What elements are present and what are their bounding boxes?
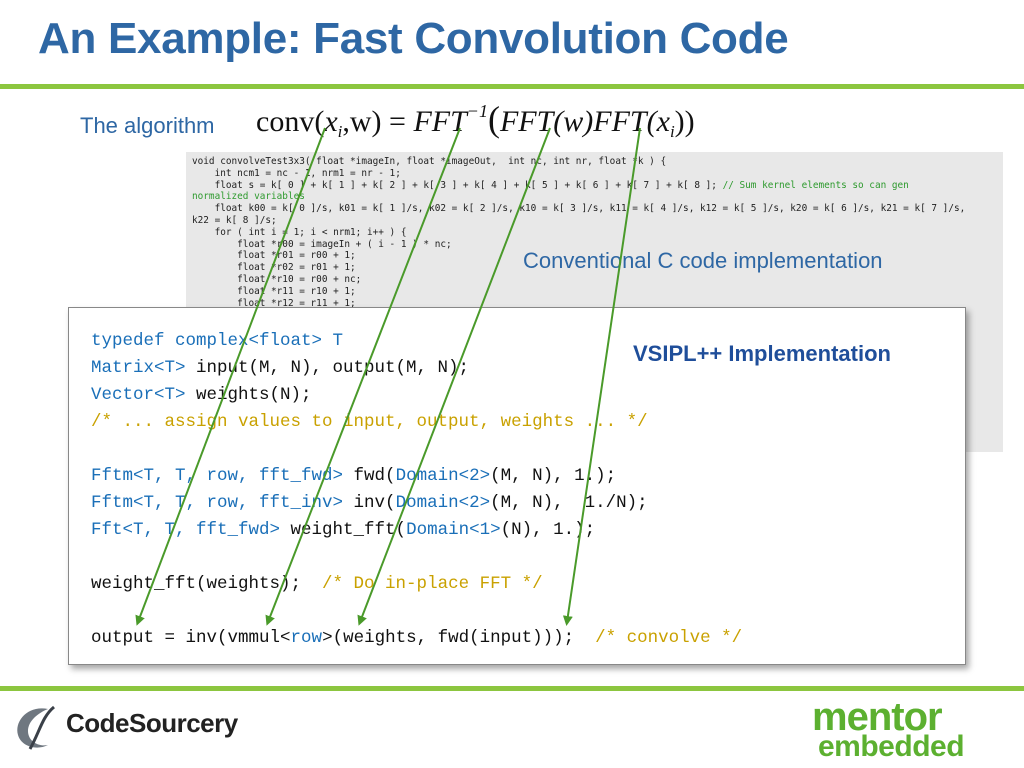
c-code-comment: normalized variables <box>192 191 305 203</box>
c-code-line: k22 = k[ 8 ]/s; <box>192 214 277 226</box>
c-code-line: float *r00 = imageIn + ( i - 1 ) * nc; <box>192 238 452 250</box>
c-code-line: float *r01 = r00 + 1; <box>192 250 356 262</box>
code-type: row <box>290 628 323 648</box>
code-type: Vector<T> <box>91 385 186 405</box>
conventional-label: Conventional C code implementation <box>523 248 883 273</box>
formula-sup-inv: −1 <box>466 101 488 121</box>
formula-fft-product: FFT(w)FFT( <box>499 105 657 138</box>
code-comment: /* convolve */ <box>595 628 743 648</box>
code-text: >(weights, fwd(input))); <box>322 628 596 648</box>
convolution-formula: conv(xi,w) = FFT−1(FFT(w)FFT(xi)) <box>256 98 695 142</box>
code-text: input(M, N), output(M, N); <box>185 358 470 378</box>
code-text: output = inv(vmmul< <box>91 628 291 648</box>
c-code-block: void convolveTest3x3( float *imageIn, fl… <box>186 152 1003 313</box>
formula-x2: x <box>656 105 670 138</box>
code-text: (N), 1.); <box>500 520 596 540</box>
code-type: complex<float> T <box>175 331 344 351</box>
bottom-divider <box>0 686 1024 691</box>
code-comment: /* ... assign values to input, output, w… <box>91 412 648 432</box>
code-comment: /* Do in-place FFT */ <box>322 574 543 594</box>
formula-conv: conv( <box>256 105 325 138</box>
vsipl-code-block: typedef complex<float> T Matrix<T> input… <box>91 328 742 652</box>
vsipl-label: VSIPL++ Implementation <box>633 341 891 366</box>
c-code-line: float *r02 = r01 + 1; <box>192 262 356 274</box>
code-text: weights(N); <box>185 385 312 405</box>
mentor-logo-text: mentor <box>812 695 943 739</box>
formula-paren: ( <box>487 99 500 139</box>
c-code-line: float s = k[ 0 ] + k[ 1 ] + k[ 2 ] + k[ … <box>192 179 723 191</box>
code-type: Domain<2> <box>395 493 491 513</box>
code-text: fwd( <box>343 466 396 486</box>
code-text: weight_fft(weights); <box>91 574 323 594</box>
code-type: Fftm<T, T, row, fft_fwd> <box>91 466 344 486</box>
formula-x: x <box>324 105 338 138</box>
c-code-line: int ncm1 = nc - 1, nrm1 = nr - 1; <box>192 167 401 179</box>
top-divider <box>0 84 1024 89</box>
code-keyword: typedef <box>91 331 176 351</box>
algorithm-label: The algorithm <box>80 113 215 138</box>
formula-end: )) <box>674 105 695 138</box>
formula-sub-i2: i <box>669 122 675 141</box>
code-type: Matrix<T> <box>91 358 186 378</box>
slide-title: An Example: Fast Convolution Code <box>38 14 789 63</box>
c-code-line: float *r10 = r00 + nc; <box>192 273 362 285</box>
code-type: Fftm<T, T, row, fft_inv> <box>91 493 344 513</box>
code-text: inv( <box>343 493 396 513</box>
c-code-line: float k00 = k[ 0 ]/s, k01 = k[ 1 ]/s, k0… <box>192 203 966 215</box>
codesourcery-logo-text: CodeSourcery <box>66 708 238 738</box>
code-text: (M, N), 1.); <box>490 466 617 486</box>
formula-w: ,w) = <box>342 105 414 138</box>
formula-fft-inverse: FFT <box>413 105 467 138</box>
c-code-line: for ( int i = 1; i < nrm1; i++ ) { <box>192 226 407 238</box>
c-code-line: float *r11 = r10 + 1; <box>192 285 356 297</box>
code-text: weight_fft( <box>280 520 407 540</box>
c-code-line: void convolveTest3x3( float *imageIn, fl… <box>192 156 667 167</box>
code-type: Domain<1> <box>406 520 501 540</box>
code-type: Domain<2> <box>395 466 491 486</box>
code-type: Fft<T, T, fft_fwd> <box>91 520 281 540</box>
code-text: (M, N), 1./N); <box>490 493 648 513</box>
c-code-comment: // Sum kernel elements so can gen <box>722 179 909 191</box>
embedded-logo-text: embedded <box>818 730 965 763</box>
codesourcery-logo-icon <box>17 705 56 750</box>
